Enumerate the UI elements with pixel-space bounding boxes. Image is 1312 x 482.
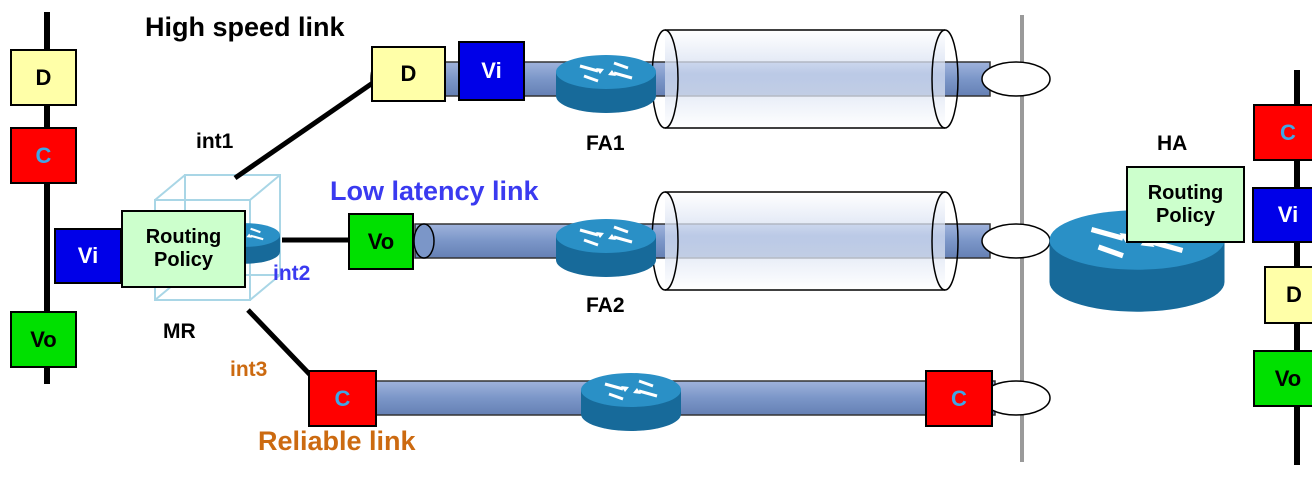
router-icon-reliable xyxy=(579,371,683,433)
mr-routing-policy-line2: Policy xyxy=(154,249,213,271)
int1-label: int1 xyxy=(196,130,234,153)
tunnel-icon-fa2 xyxy=(651,191,959,291)
ha-routing-policy-box: Routing Policy xyxy=(1126,166,1245,243)
low-latency-link-label: Low latency link xyxy=(330,176,539,206)
reliable-c-right-block: C xyxy=(925,370,993,427)
right-stack-vi-block: Vi xyxy=(1252,187,1312,243)
router-icon-fa2 xyxy=(554,217,658,279)
reliable-c-left-block: C xyxy=(308,370,377,427)
low-latency-vo-block: Vo xyxy=(348,213,414,270)
left-stack-d-block: D xyxy=(10,49,77,106)
tunnel-icon-fa1 xyxy=(651,29,959,129)
router-icon-fa1 xyxy=(554,53,658,115)
tube-end-icon xyxy=(981,61,1051,97)
high-speed-d-block: D xyxy=(371,46,446,102)
fa2-label: FA2 xyxy=(586,294,625,317)
high-speed-link-label: High speed link xyxy=(145,12,345,42)
ha-label: HA xyxy=(1157,132,1188,155)
tube-end-icon xyxy=(981,223,1051,259)
mr-routing-policy-box: Routing Policy xyxy=(121,210,246,288)
right-stack-vo-block: Vo xyxy=(1253,350,1312,407)
left-stack-c-block: C xyxy=(10,127,77,184)
ha-routing-policy-line1: Routing xyxy=(1147,181,1224,204)
int3-connection xyxy=(246,308,320,385)
high-speed-vi-block: Vi xyxy=(458,41,525,101)
int3-label: int3 xyxy=(230,358,268,381)
mr-label: MR xyxy=(163,320,196,343)
reliable-link-label: Reliable link xyxy=(258,426,416,456)
int2-label: int2 xyxy=(273,262,311,285)
ha-routing-policy-line2: Policy xyxy=(1156,204,1215,227)
fa1-label: FA1 xyxy=(586,132,625,155)
left-stack-vi-block: Vi xyxy=(54,228,122,284)
int1-connection xyxy=(233,77,379,181)
left-stack-vo-block: Vo xyxy=(10,311,77,368)
right-stack-d-block: D xyxy=(1264,266,1312,324)
mr-routing-policy-line1: Routing xyxy=(145,226,222,248)
right-stack-c-block: C xyxy=(1253,104,1312,161)
